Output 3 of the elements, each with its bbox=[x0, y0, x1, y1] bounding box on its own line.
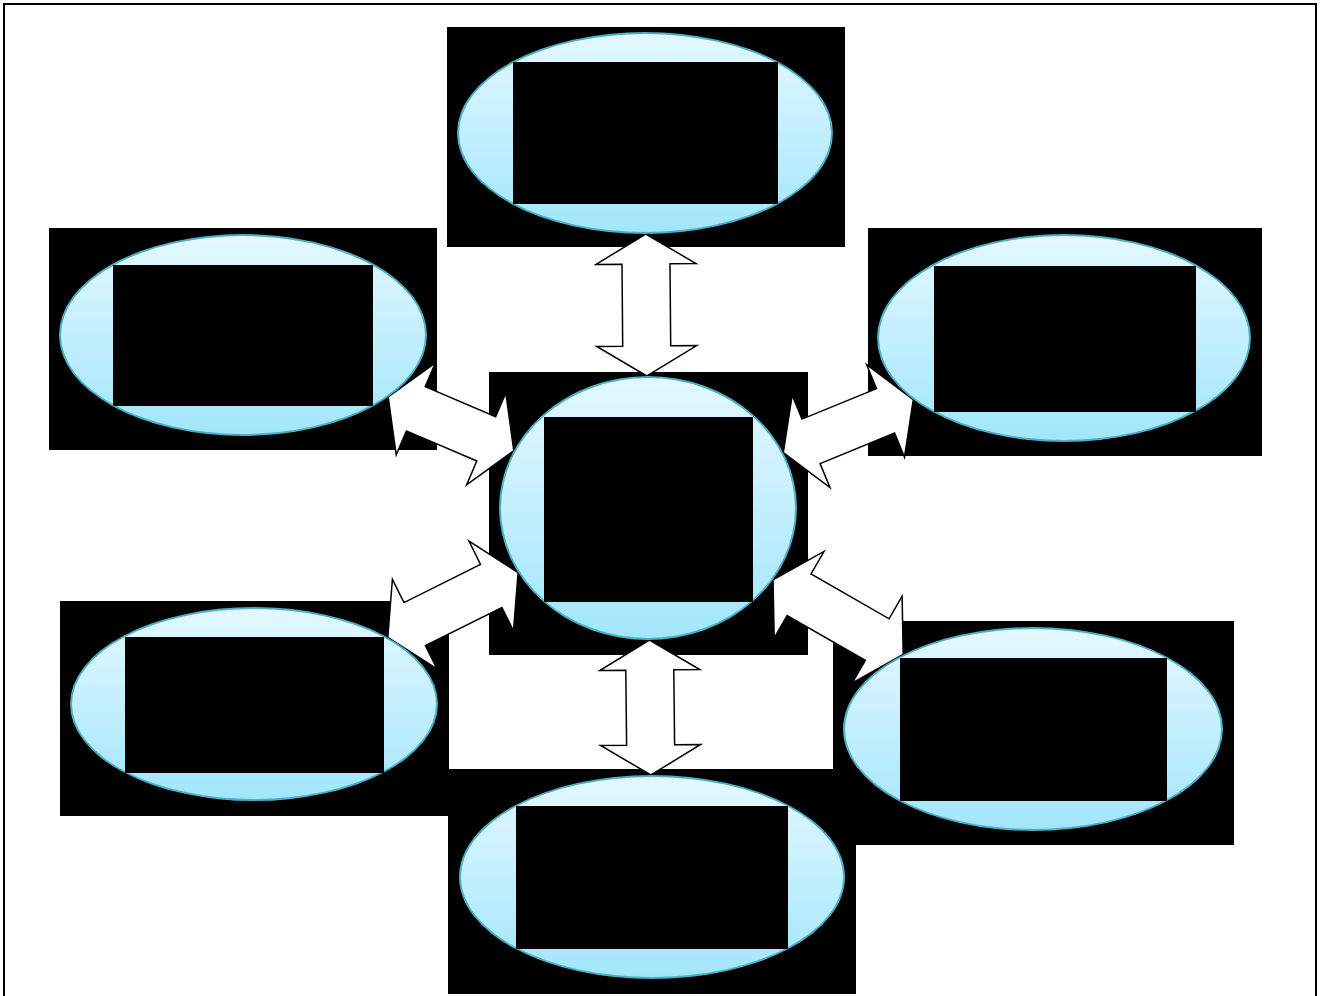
block-arrow bbox=[782, 362, 915, 490]
block-arrow bbox=[597, 639, 704, 776]
block-arrow bbox=[593, 233, 700, 377]
